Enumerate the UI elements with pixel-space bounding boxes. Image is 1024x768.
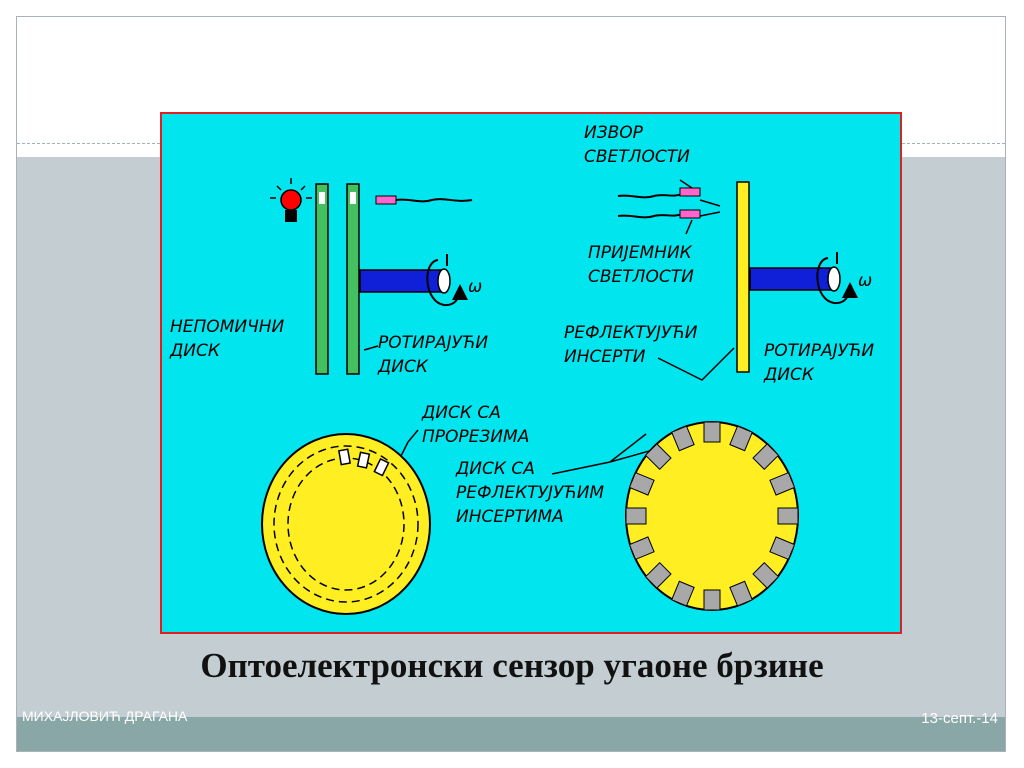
diagram-svg: ω НЕПОМИЧНИ ДИСК РОТИРАЈУЋИ ДИСК ИЗВОР С…	[160, 112, 902, 634]
reflective-inserts	[625, 421, 799, 611]
reflective-insert	[729, 425, 753, 452]
omega-label-left: ω	[468, 277, 482, 297]
reflective-insert	[628, 471, 655, 496]
sensor-diagram: ω НЕПОМИЧНИ ДИСК РОТИРАЈУЋИ ДИСК ИЗВОР С…	[160, 112, 902, 634]
rotating-disk-right-label-line2: ДИСК	[763, 365, 815, 385]
reflective-insert	[644, 561, 672, 589]
light-bulb-icon	[270, 178, 312, 222]
reflective-insert	[729, 580, 753, 607]
reflective-inserts-label-line2: ИНСЕРТИ	[564, 347, 646, 367]
footer-date: 13-септ.-14	[921, 710, 998, 727]
reflective-insert	[769, 536, 796, 561]
light-source-label-line2: СВЕТЛОСТИ	[584, 147, 690, 167]
rotation-arrow-icon-right	[816, 252, 858, 305]
slotted-disk-front-view	[261, 433, 431, 615]
fixed-disk-side-view	[315, 183, 329, 375]
reflective-insert	[703, 421, 721, 443]
footer-bar	[17, 717, 1005, 751]
reflective-insert	[671, 580, 695, 607]
rotation-arrow-icon	[426, 254, 468, 307]
reflective-inserts-label-line1: РЕФЛЕКТУЈУЋИ	[564, 323, 698, 343]
reflective-disk-label-line1: ДИСК СА	[455, 459, 535, 479]
slotted-disk-label-line2: ПРОРЕЗИМА	[422, 427, 529, 447]
rotating-disk-side-view-left	[346, 183, 360, 375]
slide-title: Оптоелектронски сензор угаоне брзине	[200, 646, 824, 685]
light-source-label-line1: ИЗВОР	[584, 123, 644, 143]
light-receiver-element	[617, 209, 721, 235]
reflective-insert	[769, 471, 796, 496]
reflective-insert	[671, 425, 695, 452]
reflective-insert	[644, 443, 672, 471]
reflective-insert	[628, 536, 655, 561]
fixed-disk-label-line1: НЕПОМИЧНИ	[170, 317, 285, 337]
shaft-left	[359, 268, 451, 294]
footer-author: МИХАЈЛОВИЋ ДРАГАНА	[22, 708, 188, 724]
reflective-insert-disk-front-view	[625, 421, 799, 611]
reflective-insert	[752, 561, 780, 589]
reflective-insert	[777, 507, 799, 525]
receiver-element-left	[375, 195, 473, 205]
omega-label-right: ω	[858, 271, 872, 291]
light-receiver-label-line2: СВЕТЛОСТИ	[588, 267, 694, 287]
shaft-right	[749, 266, 841, 292]
reflective-insert	[752, 443, 780, 471]
rotating-disk-left-label-line1: РОТИРАЈУЋИ	[378, 333, 488, 353]
reflective-disk-label-line2: РЕФЛЕКТУЈУЋИМ	[456, 483, 604, 503]
rotating-disk-right-label-line1: РОТИРАЈУЋИ	[764, 341, 874, 361]
light-receiver-label-line1: ПРИЈЕМНИК	[588, 243, 693, 263]
light-source-element	[617, 179, 721, 207]
fixed-disk-label-line2: ДИСК	[169, 341, 221, 361]
reflective-insert	[703, 589, 721, 611]
slotted-disk-label-line1: ДИСК СА	[421, 403, 501, 423]
reflective-disk-label-line3: ИНСЕРТИМА	[456, 507, 564, 527]
rotating-disk-side-view-right	[736, 181, 750, 373]
reflective-insert	[625, 507, 647, 525]
rotating-disk-left-label-line2: ДИСК	[377, 357, 429, 377]
